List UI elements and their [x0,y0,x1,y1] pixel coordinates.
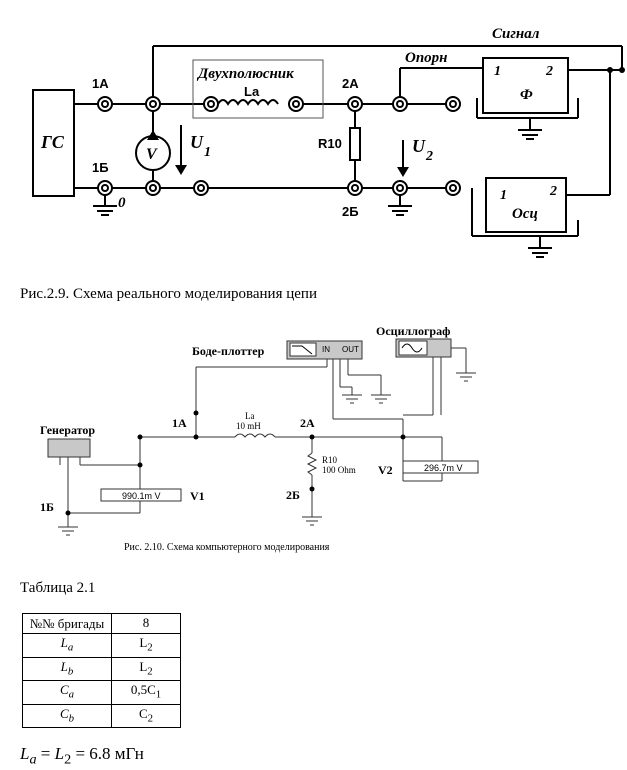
label-phi-pin2: 2 [545,64,553,79]
row-value: L2 [111,633,181,658]
row-value: L2 [111,656,181,682]
label-u1: U [190,132,204,152]
header-value-cell: 8 [111,613,181,634]
row-label: Ca [22,680,112,705]
table-row: Cb C2 [22,703,181,729]
label-u1-sub: 1 [204,145,211,160]
label-r10: R10 [318,136,342,151]
label-osc: Осц [512,206,538,222]
label-1a: 1А [92,76,109,91]
table-row: La L2 [22,633,181,658]
label-u2-sub: 2 [425,149,433,164]
label-dvuhpolusnik: Двухполюсник [196,66,294,82]
label-v: V [146,146,158,163]
label-phi-pin1: 1 [494,64,501,79]
label-r10-val: 100 Ohm [322,465,356,475]
label-la: La [244,84,260,99]
label-1b-f2: 1Б [40,500,54,514]
table-row: Lb L2 [22,656,181,682]
label-2b: 2Б [342,204,359,219]
caption-fig-2-10: Рис. 2.10. Схема компьютерного моделиров… [124,542,330,553]
table-header-row: №№ бригады 8 [22,613,181,634]
label-signal: Сигнал [492,26,540,42]
label-r10-f2: R10 [322,455,338,465]
label-u2: U [412,136,426,156]
row-label: Lb [22,656,112,682]
label-phi: Ф [520,87,533,103]
label-1b: 1Б [92,160,109,175]
label-gs: ГС [40,132,65,152]
row-label: La [22,633,112,658]
label-la-val: 10 mH [236,421,261,431]
label-v1: V1 [190,489,205,503]
two-terminal-box [192,59,324,119]
data-table: №№ бригады 8 La L2 Lb L2 Ca 0,5C1 Cb C2 [22,613,181,729]
label-zero: 0 [118,195,126,211]
label-osc-pin1: 1 [500,188,507,203]
label-2a-f2: 2А [300,416,315,430]
table-title: Таблица 2.1 [20,580,96,596]
label-osc-pin2: 2 [549,184,557,199]
caption-fig-2-9: Рис.2.9. Схема реального моделирования ц… [20,286,317,302]
formula: La = L2 = 6.8 мГн [20,744,144,768]
row-value: 0,5C1 [111,680,181,705]
label-bode: Боде-плоттер [192,344,265,358]
table-row: Ca 0,5C1 [22,680,181,705]
row-value: C2 [111,703,181,729]
figure-computer-circuit: IN OUT 990.1m V 296.7m V Боде-плоттер Ос… [40,324,479,536]
label-out: OUT [342,345,359,354]
generator-box [32,89,75,197]
label-oporn: Опорн [405,50,448,66]
figure-real-circuit: 1А 1Б 2А 2Б R10 La Сигнал Опорн Двухполю… [32,26,625,258]
label-1a-f2: 1А [172,416,187,430]
label-2a: 2А [342,76,359,91]
label-2b-f2: 2Б [286,488,300,502]
row-label: Cb [22,703,112,729]
label-v2: V2 [378,463,393,477]
label-in: IN [322,345,330,354]
header-cell: №№ бригады [22,613,112,634]
label-la-f2: La [245,411,255,421]
v2-reading: 296.7m V [424,463,463,473]
label-gen: Генератор [40,423,95,437]
v1-reading: 990.1m V [122,491,161,501]
label-osc-title: Осциллограф [376,324,450,338]
